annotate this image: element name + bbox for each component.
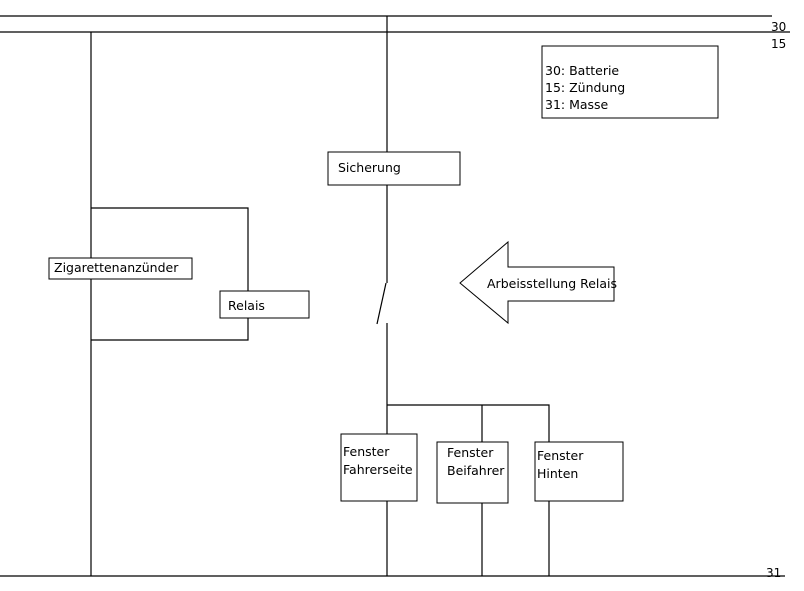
relay-loop-wire <box>91 207 249 341</box>
distribution-wire <box>387 404 550 576</box>
fuse-label: Sicherung <box>338 160 401 175</box>
window-driver-label-2: Fahrerseite <box>343 462 413 477</box>
window-rear-label-1: Fenster <box>537 448 584 463</box>
window-driver-label-1: Fenster <box>343 444 390 459</box>
legend-box <box>541 45 719 119</box>
window-passenger-label-1: Fenster <box>447 445 494 460</box>
arrow-label: Arbeisstellung Relais <box>487 276 618 291</box>
relay-label: Relais <box>228 298 265 313</box>
fuse-box <box>327 151 461 186</box>
window-driver-box <box>340 433 418 502</box>
window-rear-box <box>534 441 624 502</box>
rail-15-label: 15 <box>771 37 787 51</box>
window-passenger-label-2: Beifahrer <box>447 463 505 478</box>
rail-31-label: 31 <box>766 566 782 580</box>
lighter-label: Zigarettenanzünder <box>54 260 179 275</box>
window-passenger-box <box>436 441 509 504</box>
lighter-box <box>48 257 193 280</box>
relay-box <box>219 290 310 319</box>
relay-switch-contact <box>376 282 387 325</box>
rail-30-label: 30 <box>771 20 787 34</box>
legend-line-15: 15: Zündung <box>545 80 626 95</box>
window-rear-label-2: Hinten <box>537 466 579 481</box>
arrow-shape <box>459 240 615 325</box>
legend-line-30: 30: Batterie <box>545 63 620 78</box>
legend-line-31: 31: Masse <box>545 97 609 112</box>
